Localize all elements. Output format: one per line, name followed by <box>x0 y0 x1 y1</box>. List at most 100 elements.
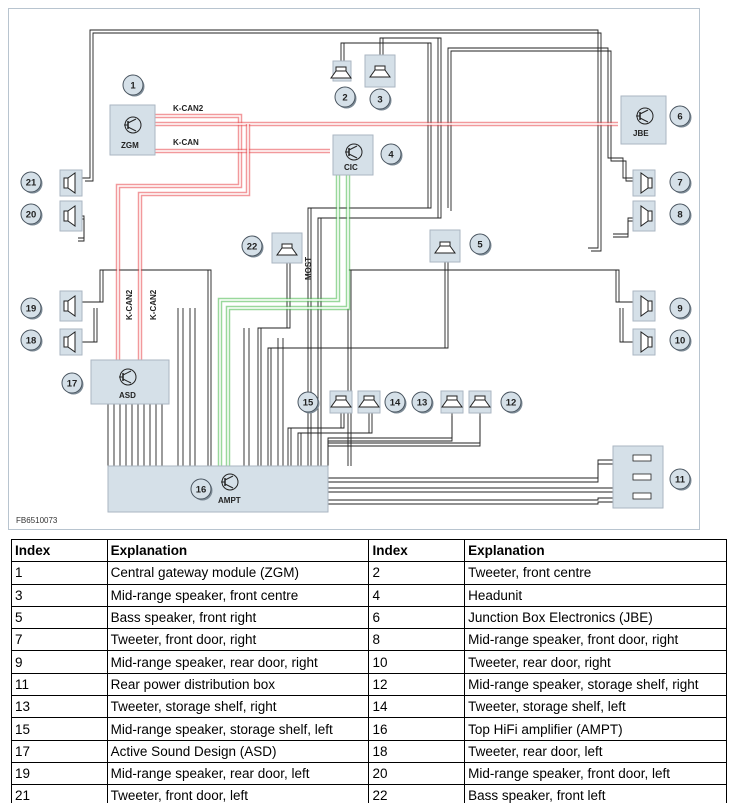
explanation-right-cell: Tweeter, rear door, right <box>464 650 727 674</box>
speaker-wire <box>85 308 98 343</box>
callout-circle <box>20 171 42 193</box>
rear-power-distribution-box <box>612 445 664 509</box>
cic-module: CIC <box>332 134 374 176</box>
ampt-module: AMPT <box>107 465 329 513</box>
bus-label-kcan-top: K-CAN <box>173 138 199 147</box>
index-left-cell: 11 <box>11 672 108 697</box>
callout-circle <box>669 297 691 319</box>
callout-number: 5 <box>477 240 483 251</box>
speaker-14-box <box>357 390 381 414</box>
callout-number: 10 <box>675 336 686 347</box>
callout-circle <box>384 391 406 413</box>
callout-circle <box>669 468 691 490</box>
index-right-cell: 20 <box>368 761 466 786</box>
callout-circle <box>411 391 433 413</box>
explanation-right-cell: Tweeter, front centre <box>464 561 727 585</box>
bus-lines <box>115 113 618 470</box>
explanation-right-cell: Top HiFi amplifier (AMPT) <box>464 717 727 741</box>
index-left-cell: 1 <box>11 561 108 585</box>
wiring-diagram: K-CAN2 K-CAN MOST K-CAN2 K-CAN2 ZGM CIC … <box>8 8 700 530</box>
explanation-left-cell: Mid-range speaker, rear door, right <box>106 650 370 674</box>
index-left-cell: 17 <box>11 739 108 763</box>
index-right-cell: 22 <box>368 784 466 803</box>
callout-number: 20 <box>26 210 37 221</box>
callout-number: 2 <box>342 93 347 104</box>
callout-circle <box>469 233 491 255</box>
index-left-cell: 5 <box>11 605 108 630</box>
callout-number: 17 <box>67 379 78 390</box>
diagram-frame <box>8 8 700 530</box>
index-left-cell: 19 <box>11 761 108 786</box>
index-right-cell: 16 <box>368 717 466 741</box>
callout-circle <box>500 391 522 413</box>
callout-circle <box>669 203 691 225</box>
callout-circle <box>380 143 402 165</box>
explanation-left-cell: Mid-range speaker, rear door, left <box>106 761 370 786</box>
explanation-right-cell: Tweeter, storage shelf, left <box>464 695 727 719</box>
index-left-cell: 21 <box>11 784 108 803</box>
callout-circle <box>122 74 144 96</box>
callout-circle <box>669 329 691 351</box>
explanation-left-cell: Rear power distribution box <box>106 672 370 697</box>
speaker-22-box <box>271 232 303 264</box>
speaker-wire <box>613 220 633 238</box>
bus-label-kcan2-top: K-CAN2 <box>173 104 204 113</box>
asd-label: ASD <box>119 391 136 400</box>
callout-number: 6 <box>677 112 682 123</box>
callout-number: 16 <box>196 485 207 496</box>
callout-number: 13 <box>417 398 428 409</box>
index-right-cell: 12 <box>368 672 466 697</box>
callout-circle <box>241 235 263 257</box>
speaker-21-box <box>59 169 83 197</box>
speaker-wire <box>328 501 613 505</box>
explanation-left-cell: Mid-range speaker, storage shelf, left <box>106 717 370 741</box>
speaker-wire <box>270 262 449 466</box>
index-right-cell: 4 <box>368 583 466 607</box>
callout-number: 22 <box>247 242 258 253</box>
index-right-cell: 14 <box>368 695 466 719</box>
bus-label-kcan2-right: K-CAN2 <box>149 289 158 320</box>
index-right-cell: 8 <box>368 628 466 652</box>
speaker-9-box <box>632 290 656 322</box>
header-index-left: Index <box>11 538 108 563</box>
callout-circle <box>334 86 356 108</box>
header-explanation-left: Explanation <box>106 538 370 563</box>
callout-number: 7 <box>677 178 682 189</box>
speaker-18-box <box>59 328 83 356</box>
callout-number: 9 <box>677 304 682 315</box>
speaker-wire <box>290 413 345 466</box>
speaker-15-box <box>329 390 353 414</box>
callout-circle <box>20 297 42 319</box>
callout-number: 21 <box>26 178 37 189</box>
explanation-right-cell: Mid-range speaker, front door, left <box>464 761 727 786</box>
callout-number: 11 <box>675 475 686 486</box>
explanation-right-cell: Mid-range speaker, front door, right <box>464 628 727 652</box>
module-boxes: ZGM CIC JBE ASD AMPT <box>90 95 667 513</box>
index-right-cell: 18 <box>368 739 466 763</box>
index-left-cell: 15 <box>11 717 108 741</box>
speaker-wire <box>317 37 439 466</box>
speaker-wire <box>78 218 85 242</box>
jbe-label: JBE <box>633 129 649 138</box>
speaker-wire <box>447 47 633 208</box>
index-left-cell: 9 <box>11 650 108 674</box>
speaker-13-box <box>440 390 464 414</box>
bus-label-most: MOST <box>304 257 313 280</box>
speaker-10-box <box>632 328 656 356</box>
most-line-core <box>227 160 349 470</box>
index-left-cell: 13 <box>11 695 108 719</box>
speaker-7-box <box>632 169 656 197</box>
bus-label-kcan2-left: K-CAN2 <box>125 289 134 320</box>
index-right-cell: 6 <box>368 605 466 630</box>
speaker-12-box <box>468 390 492 414</box>
